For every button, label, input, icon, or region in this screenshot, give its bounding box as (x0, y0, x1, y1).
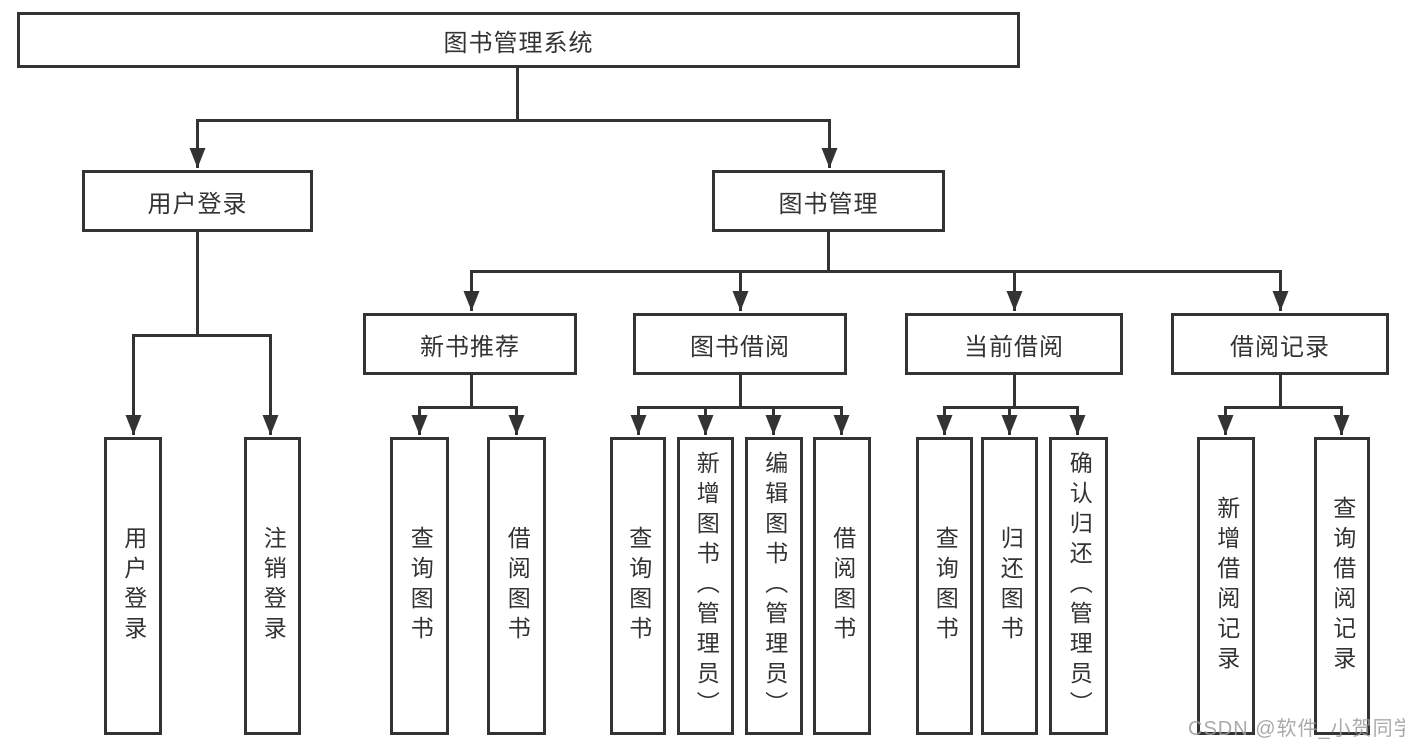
node-label: 新书推荐 (420, 333, 520, 361)
node-label: 用户登录 (120, 526, 147, 646)
node-label: 查询借阅记录 (1329, 496, 1356, 676)
node-label: 查询图书 (625, 526, 652, 646)
node-new-book-recommend: 新书推荐 (363, 313, 577, 375)
leaf-query-books-recommend: 查询图书 (390, 437, 449, 735)
node-label: 注销登录 (260, 526, 287, 646)
node-label: 用户登录 (147, 190, 248, 218)
leaf-query-books-borrow: 查询图书 (610, 437, 666, 735)
node-label: 当前借阅 (964, 333, 1064, 361)
node-label: 编辑图书（管理员） (761, 451, 788, 721)
node-label: 图书借阅 (690, 333, 790, 361)
leaf-user-login: 用户登录 (104, 437, 162, 735)
node-root: 图书管理系统 (17, 12, 1020, 68)
node-label: 借阅图书 (829, 526, 856, 646)
node-label: 确认归还（管理员） (1066, 451, 1093, 721)
leaf-borrow-books-recommend: 借阅图书 (487, 437, 546, 735)
leaf-return-book: 归还图书 (981, 437, 1038, 735)
leaf-confirm-return-admin: 确认归还（管理员） (1049, 437, 1108, 735)
node-borrow-records: 借阅记录 (1171, 313, 1389, 375)
node-label: 图书管理 (778, 190, 879, 218)
node-label: 借阅图书 (504, 526, 531, 646)
leaf-logout: 注销登录 (244, 437, 301, 735)
node-current-borrow: 当前借阅 (905, 313, 1123, 375)
node-label: 借阅记录 (1230, 333, 1330, 361)
leaf-query-borrow-record: 查询借阅记录 (1314, 437, 1370, 735)
leaf-add-borrow-record: 新增借阅记录 (1197, 437, 1255, 735)
watermark: CSDN @软件_小贺同学 (1188, 718, 1405, 740)
node-label: 新增图书（管理员） (693, 451, 720, 721)
leaf-borrow-books: 借阅图书 (813, 437, 871, 735)
node-label: 查询图书 (407, 526, 434, 646)
leaf-add-book-admin: 新增图书（管理员） (677, 437, 734, 735)
leaf-query-books-current: 查询图书 (916, 437, 973, 735)
node-label: 新增借阅记录 (1213, 496, 1240, 676)
node-book-borrow: 图书借阅 (633, 313, 847, 375)
node-book-management: 图书管理 (712, 170, 945, 232)
node-label: 查询图书 (932, 526, 959, 646)
node-user-login: 用户登录 (82, 170, 313, 232)
node-label: 图书管理系统 (443, 29, 594, 57)
node-label: 归还图书 (997, 526, 1024, 646)
leaf-edit-book-admin: 编辑图书（管理员） (745, 437, 803, 735)
